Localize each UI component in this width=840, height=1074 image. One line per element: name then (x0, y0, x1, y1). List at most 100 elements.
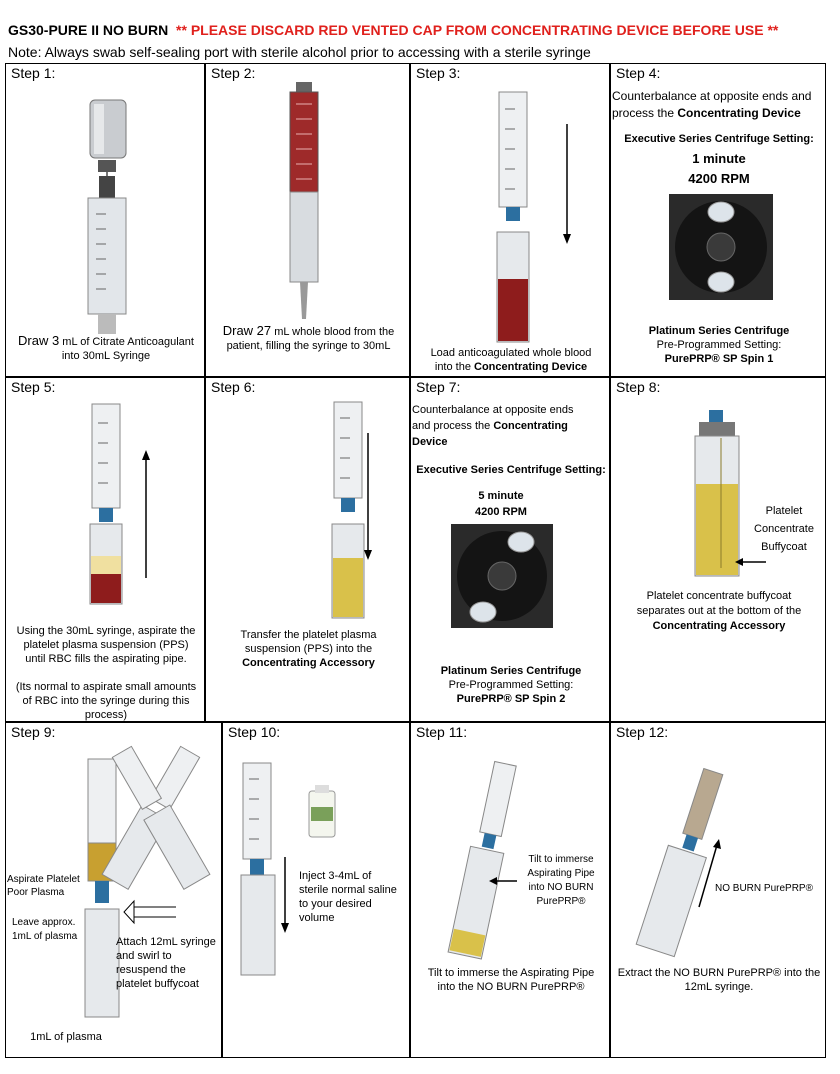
step-8-panel: Step 8: Platelet Concentrate Buffycoat P… (610, 377, 826, 722)
step-8-caption: Platelet concentrate buffycoat separates… (611, 589, 827, 634)
transfer-illustration (331, 401, 372, 619)
extract-illustration (635, 767, 724, 958)
step-5-panel: Step 5: Using the 30mL syringe, aspirate… (5, 377, 205, 722)
caption-line: into NO BURN (528, 882, 594, 893)
exec-setting: Executive Series Centrifuge Setting: (416, 464, 606, 476)
product-name: GS30-PURE II NO BURN (8, 22, 169, 38)
caption-line: Poor Plasma (7, 887, 65, 898)
caption-bold: Concentrating (493, 420, 568, 432)
centrifuge-photo (451, 524, 553, 628)
caption-line: patient, filling the syringe to 30mL (226, 340, 391, 352)
caption-bold: Concentrating Accessory (242, 657, 375, 669)
caption-line: volume (299, 912, 335, 924)
caption-line: until RBC fills the aspirating pipe. (25, 653, 187, 665)
caption-line: Pre-Programmed Setting: (656, 339, 782, 351)
step-label: Step 7: (416, 379, 461, 395)
step-6-panel: Step 6: Transfer the platelet plasma sus… (205, 377, 410, 722)
bottom-plasma-label: 1mL of plasma (30, 1031, 102, 1043)
tilt-callout: Tilt to immerse Aspirating Pipe into NO … (511, 853, 611, 909)
caption-line: Platelet (765, 505, 803, 517)
step-10-panel: Step 10: Inject 3-4mL of sterile normal … (222, 722, 410, 1058)
step-12-panel: Step 12: NO BURN PurePRP® Extract the NO… (610, 722, 826, 1058)
inject-saline-illustration (240, 762, 336, 976)
caption-line: Counterbalance at opposite ends and (612, 89, 812, 103)
draw-amount: Draw 3 (18, 333, 60, 348)
step-label: Step 8: (616, 379, 661, 395)
caption-bold: Concentrating Accessory (652, 620, 786, 632)
header-note: Note: Always swab self-sealing port with… (8, 44, 591, 60)
caption-line: to your desired (299, 898, 372, 910)
draw-amount: Draw 27 (222, 323, 272, 338)
caption-line: process the (612, 106, 678, 120)
step-6-caption: Transfer the platelet plasma suspension … (206, 628, 411, 670)
step-label: Step 12: (616, 724, 669, 740)
step-label: Step 3: (416, 65, 461, 81)
caption-line: process) (84, 709, 128, 721)
buffycoat-illustration (694, 410, 766, 577)
step-7-instruction: Counterbalance at opposite ends and proc… (412, 402, 608, 450)
aspirate-ppp-label: Aspirate Platelet Poor Plasma (7, 873, 85, 899)
caption-line: 12mL syringe. (684, 981, 754, 993)
platinum-setting: Platinum Series Centrifuge Pre-Programme… (611, 324, 827, 366)
step-label: Step 4: (616, 65, 661, 81)
caption-line: Leave approx. (12, 917, 76, 928)
step-4-panel: Step 4: Counterbalance at opposite ends … (610, 63, 826, 377)
blood-syringe-illustration (289, 82, 319, 319)
extract-callout: NO BURN PurePRP® (715, 883, 813, 894)
caption-line: into 30mL Syringe (61, 350, 151, 362)
aspirate-illustration (89, 403, 150, 605)
caption-line: Aspirate Platelet (7, 874, 80, 885)
caption-line: Transfer the platelet plasma (240, 629, 377, 641)
step-7-panel: Step 7: Counterbalance at opposite ends … (410, 377, 610, 722)
caption-bold: Concentrating Device (474, 361, 588, 373)
step-9-panel: Step 9: Aspirate Platelet Poor Plasma Le… (5, 722, 222, 1058)
caption-line: resuspend the (116, 964, 186, 976)
caption-line: Tilt to immerse (528, 854, 594, 865)
centrifuge-photo (669, 194, 773, 300)
step-2-caption: Draw 27 mL whole blood from the patient,… (206, 324, 411, 353)
caption-line: Inject 3-4mL of (299, 870, 372, 882)
caption-line: Load anticoagulated whole blood (430, 347, 592, 359)
caption-line: platelet buffycoat (116, 978, 199, 990)
caption-bold: PurePRP® SP Spin 2 (456, 693, 566, 705)
caption-line: Buffycoat (761, 541, 807, 553)
caption-line: of RBC into the syringe during this (22, 695, 190, 707)
vial-syringe-illustration (87, 99, 127, 334)
step-10-caption: Inject 3-4mL of sterile normal saline to… (299, 869, 411, 925)
caption-line: and process the (412, 420, 494, 432)
caption-line: Extract the NO BURN PurePRP® into the (617, 967, 821, 979)
load-device-illustration (496, 91, 571, 343)
step-label: Step 5: (11, 379, 56, 395)
caption-line: 1mL of plasma (12, 931, 78, 942)
caption-line: Platelet concentrate buffycoat (646, 590, 792, 602)
caption-line: sterile normal saline (299, 884, 397, 896)
attach-syringe-illustration (84, 745, 211, 1018)
step-label: Step 11: (416, 724, 468, 740)
caption-bold: Device (412, 436, 448, 448)
buffycoat-callout: Platelet Concentrate Buffycoat (741, 502, 827, 556)
step-11-panel: Step 11: Tilt to immerse Aspirating Pipe… (410, 722, 610, 1058)
step-1-panel: Step 1: Draw 3 mL of Citrate Anticoagula… (5, 63, 205, 377)
spin-rpm: 4200 RPM (475, 506, 527, 518)
caption-bold: Platinum Series Centrifuge (440, 665, 582, 677)
caption-line: and swirl to (116, 950, 172, 962)
spin-rpm: 4200 RPM (688, 171, 750, 186)
caption-line: (Its normal to aspirate small amounts (15, 681, 197, 693)
caption-line: Counterbalance at opposite ends (412, 404, 574, 416)
caption-line: Tilt to immerse the Aspirating Pipe (427, 967, 595, 979)
caption-line: mL of Citrate Anticoagulant (59, 336, 194, 348)
caption-line: Pre-Programmed Setting: (448, 679, 574, 691)
tilt-illustration (447, 760, 517, 960)
step-3-caption: Load anticoagulated whole blood into the… (411, 346, 611, 374)
spin-time: 1 minute (692, 151, 746, 166)
header-title: GS30-PURE II NO BURN ** PLEASE DISCARD R… (8, 22, 778, 38)
exec-setting: Executive Series Centrifuge Setting: (624, 133, 814, 145)
spin-time: 5 minute (478, 490, 524, 502)
caption-line: into the (434, 361, 475, 373)
caption-line: platelet plasma suspension (PPS) (23, 639, 189, 651)
step-label: Step 2: (211, 65, 256, 81)
caption-line: Attach 12mL syringe (116, 936, 216, 948)
attach-syringe-caption: Attach 12mL syringe and swirl to resuspe… (116, 935, 223, 991)
caption-line: separates out at the bottom of the (636, 605, 802, 617)
caption-line: suspension (PPS) into the (244, 643, 373, 655)
